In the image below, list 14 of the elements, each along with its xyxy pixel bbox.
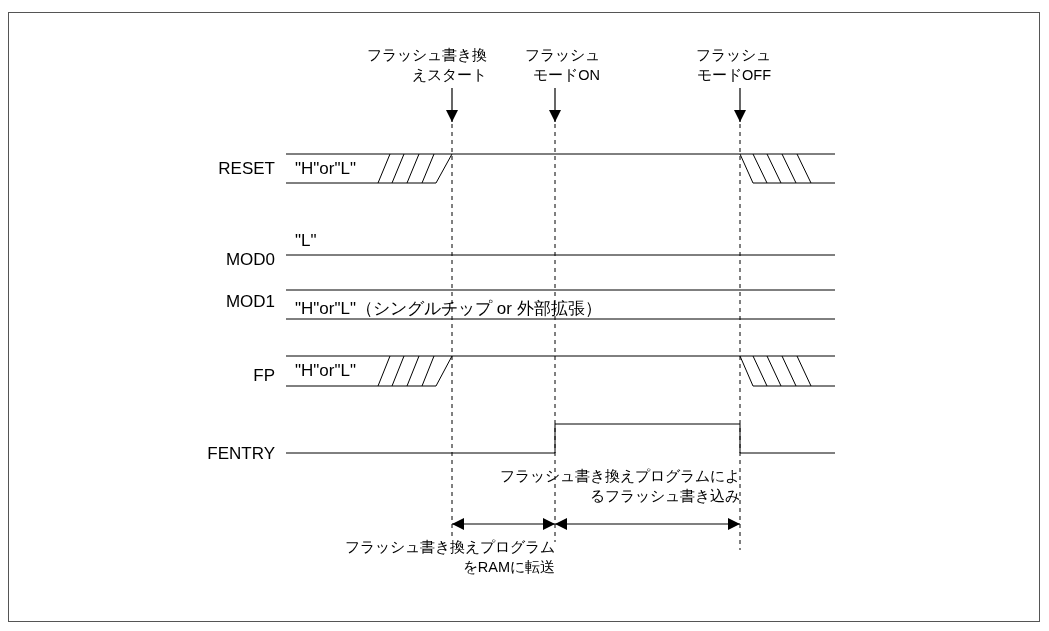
signal-name: RESET (218, 160, 275, 177)
timing-note: フラッシュモードON (524, 46, 600, 85)
signal-value: "H"or"L"（シングルチップ or 外部拡張） (295, 300, 602, 317)
signal-value: "L" (295, 232, 317, 249)
signal-name: MOD1 (225, 293, 275, 310)
signal-name: MOD0 (225, 251, 275, 268)
period-note: フラッシュ書き換えプログラムをRAMに転送 (344, 538, 555, 577)
signal-value: "H"or"L" (295, 362, 356, 379)
signal-name: FENTRY (207, 445, 275, 462)
period-note: フラッシュ書き換えプログラムによるフラッシュ書き込み (499, 467, 740, 506)
signal-name: FP (253, 367, 275, 384)
signal-value: "H"or"L" (295, 160, 356, 177)
timing-note: フラッシュ書き換えスタート (366, 46, 487, 85)
timing-note: フラッシュモードOFF (695, 46, 771, 85)
